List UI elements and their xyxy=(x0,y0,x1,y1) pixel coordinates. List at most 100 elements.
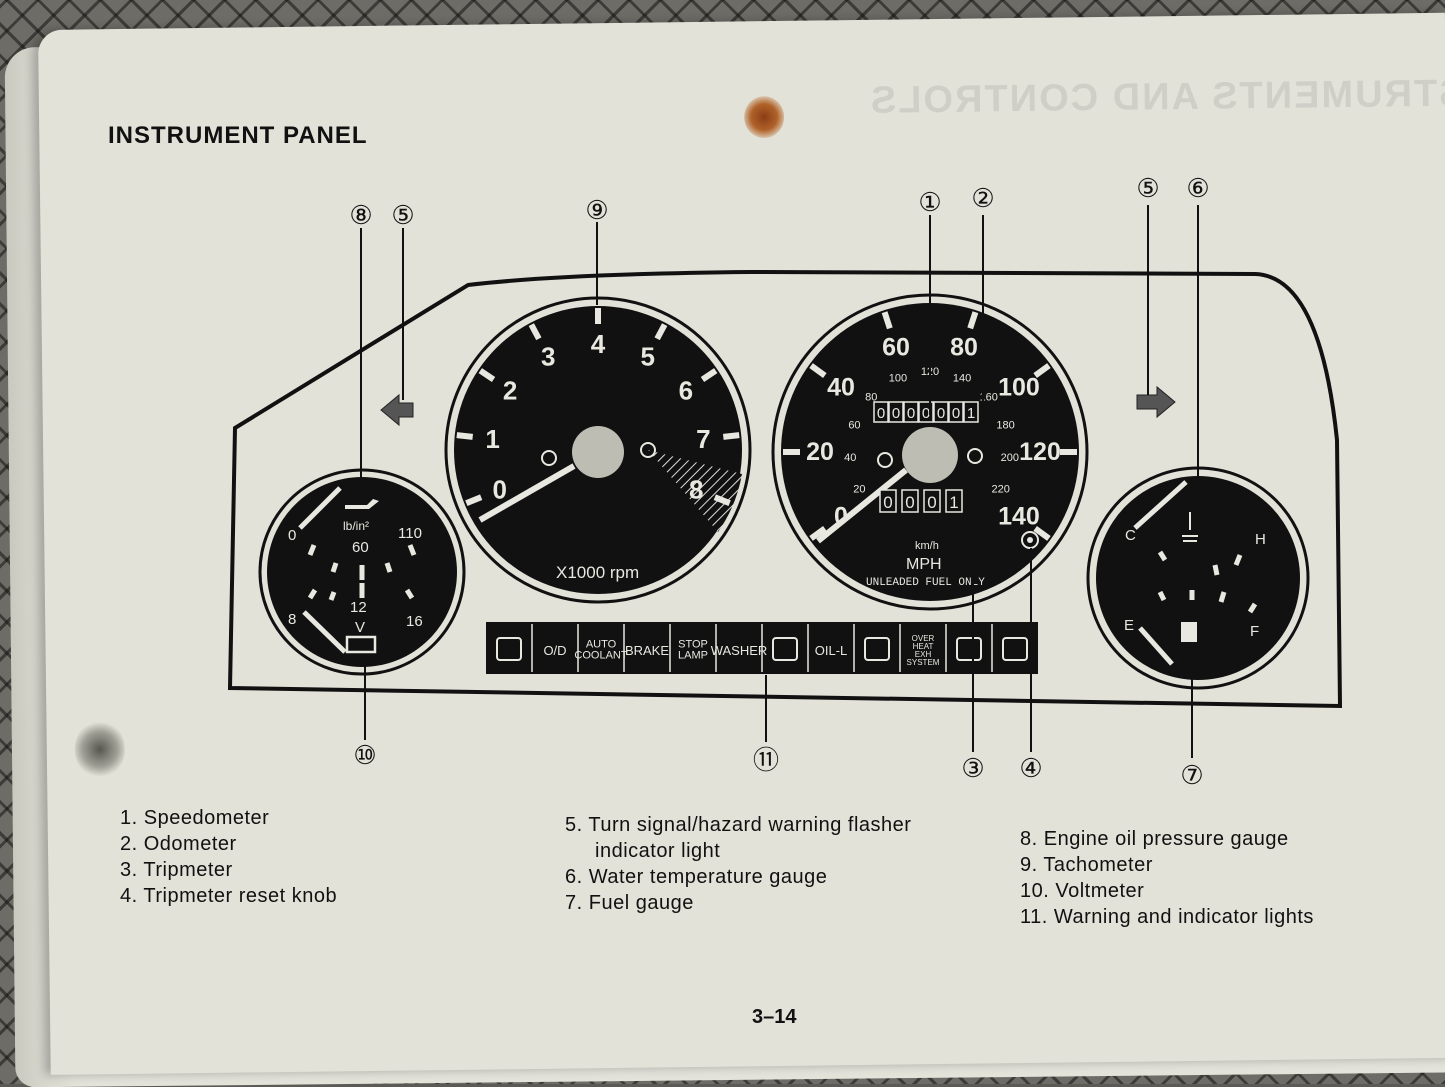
fuel-pump-icon xyxy=(1181,622,1197,642)
legend-item: 1. Speedometer xyxy=(120,807,270,829)
legend-item: 3. Tripmeter xyxy=(120,859,233,881)
page-number: 3–14 xyxy=(752,1006,797,1028)
tach-tick xyxy=(528,323,542,341)
volt-low-label: 8 xyxy=(288,611,296,628)
redline-zone xyxy=(648,450,742,532)
odometer-digit: 0 xyxy=(937,405,945,422)
tach-tick xyxy=(465,494,483,506)
panel-outline xyxy=(227,269,1343,709)
mph-label: 140 xyxy=(998,503,1040,531)
kmh-label: 160 xyxy=(980,392,998,404)
fuel-warning-icon xyxy=(864,637,890,661)
legend-item: 4. Tripmeter reset knob xyxy=(120,885,338,907)
odometer-digit: 0 xyxy=(952,405,960,422)
tach-tick xyxy=(456,432,474,440)
legend-item: 6. Water temperature gauge xyxy=(565,866,828,888)
mph-label: 60 xyxy=(882,333,910,361)
odometer-digit: 0 xyxy=(907,405,915,422)
right-gauge-ticks xyxy=(1157,550,1258,614)
oil-mid-label: 60 xyxy=(352,539,369,556)
tripmeter-digit-box xyxy=(879,489,897,513)
volt-high-label: 16 xyxy=(406,613,423,630)
speedo-hub xyxy=(902,427,958,483)
kmh-label: 100 xyxy=(889,373,907,385)
temp-needle xyxy=(1133,480,1188,530)
kmh-label: 200 xyxy=(1001,452,1019,464)
right-turn-arrow-icon xyxy=(1136,385,1176,419)
tach-label: 6 xyxy=(679,376,693,406)
tach-label: 5 xyxy=(641,341,655,371)
rear-defrost-icon xyxy=(496,637,522,661)
callout-number: ⑦ xyxy=(1180,760,1203,790)
left-gauge-ticks xyxy=(307,544,417,601)
fuel-needle xyxy=(1138,626,1174,666)
kmh-label: 140 xyxy=(953,373,971,385)
odometer-digit-box xyxy=(948,401,964,423)
callout-number: ⑥ xyxy=(1186,173,1209,203)
tach-needle xyxy=(478,463,576,523)
thermometer-icon xyxy=(1182,512,1198,542)
speedo-needle xyxy=(816,467,908,544)
mph-tick xyxy=(809,363,827,379)
temp-fuel-gauge: C H E F xyxy=(1086,466,1310,690)
kmh-label: 40 xyxy=(844,452,856,464)
kmh-unit: km/h xyxy=(915,540,939,552)
legend-column-2: 5. Turn signal/hazard warning flasher in… xyxy=(565,812,911,916)
volt-needle xyxy=(302,610,347,654)
legend-item: 2. Odometer xyxy=(120,833,237,855)
callout-leaders xyxy=(360,205,1199,758)
tripmeter-digit: 0 xyxy=(927,493,936,512)
oil-high-label: 110 xyxy=(398,525,422,542)
tripmeter-digit-box xyxy=(945,489,963,513)
tach-screw-right xyxy=(640,442,656,458)
warning-light-label: BRAKE xyxy=(625,643,669,658)
kmh-label: 220 xyxy=(991,484,1009,496)
speedo-ticks xyxy=(783,311,1077,541)
tripmeter-digit-box xyxy=(901,489,919,513)
volt-mid-label: 12 xyxy=(350,599,367,616)
oil-can-icon xyxy=(345,499,379,509)
odometer-digit-box xyxy=(903,401,919,423)
tripmeter-digit: 0 xyxy=(905,493,914,512)
headlight-icon xyxy=(1002,637,1028,661)
tach-tick xyxy=(722,432,740,440)
tach-tick xyxy=(654,323,668,341)
tach-hub xyxy=(572,426,624,478)
tach-ticks xyxy=(456,308,740,506)
tach-label: 1 xyxy=(485,424,499,454)
mph-label: 80 xyxy=(950,333,978,361)
legend-item: 11. Warning and indicator lights xyxy=(1020,906,1314,928)
tach-label: 0 xyxy=(492,475,506,505)
oil-unit: lb/in² xyxy=(343,519,369,533)
mph-unit: MPH xyxy=(906,556,942,573)
odometer-digit-box xyxy=(888,401,904,423)
tach-label: 8 xyxy=(689,475,703,505)
fuel-note: UNLEADED FUEL ONLY xyxy=(866,577,985,589)
odometer-digit: 0 xyxy=(892,405,900,422)
callout-number: ⑩ xyxy=(353,740,376,770)
mph-tick xyxy=(809,525,827,541)
mph-label: 40 xyxy=(827,373,855,401)
temp-high-label: H xyxy=(1255,531,1266,548)
speedo-screw-left xyxy=(877,452,893,468)
tach-screw-left xyxy=(541,450,557,466)
oil-low-label: 0 xyxy=(288,527,296,544)
callout-number: ② xyxy=(971,183,994,213)
mph-label: 100 xyxy=(998,373,1040,401)
callout-number: ③ xyxy=(961,753,984,783)
warning-light-label: OIL-L xyxy=(815,643,848,658)
legend-item: 5. Turn signal/hazard warning flasher xyxy=(565,814,912,836)
left-turn-arrow-icon xyxy=(380,393,414,427)
volt-unit: V xyxy=(355,619,365,636)
legend-column-3: 8. Engine oil pressure gauge 9. Tachomet… xyxy=(1020,826,1314,930)
fuel-low-label: E xyxy=(1124,617,1134,634)
mph-tick xyxy=(1033,363,1051,379)
